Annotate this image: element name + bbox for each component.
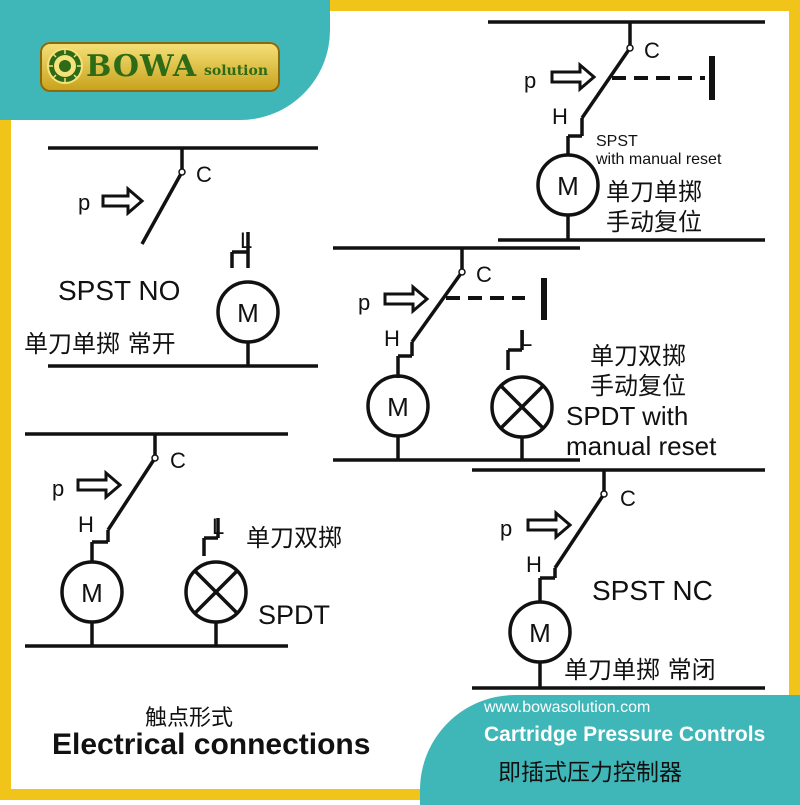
load-label: L: [240, 228, 252, 253]
common-label: C: [620, 486, 636, 511]
load-label: L: [212, 514, 224, 539]
motor-label: M: [81, 578, 103, 608]
spst-no-label: SPST NO: [58, 275, 180, 306]
caption-cn: 触点形式: [145, 706, 234, 731]
pressure-label: p: [52, 476, 64, 501]
pressure-label: p: [500, 516, 512, 541]
website-url: www.bowasolution.com: [484, 699, 651, 716]
contact-dot: [151, 454, 159, 462]
high-label: H: [552, 104, 568, 129]
spst-manual-cn-label-2: 手动复位: [606, 208, 702, 236]
spdt-manual-cn-label-2: 手动复位: [590, 372, 686, 400]
common-label: C: [170, 448, 186, 473]
spdt-with-label: SPDT with: [566, 401, 688, 431]
manual-reset-label: manual reset: [566, 431, 717, 461]
logo-seal-icon: [47, 48, 83, 84]
logo-sub-text: solution: [204, 63, 269, 79]
spdt-label: SPDT: [258, 600, 330, 630]
spst-label: SPST: [596, 133, 638, 150]
common-label: C: [644, 38, 660, 63]
spst-nc-diagram: [472, 468, 765, 690]
contact-dot: [626, 44, 634, 52]
pressure-arrow-icon: [101, 185, 145, 217]
common-label: C: [196, 162, 212, 187]
motor-label: M: [529, 618, 551, 648]
spdt-diagram: [25, 432, 288, 648]
spst-nc-label: SPST NC: [592, 575, 713, 606]
contact-dot: [458, 268, 466, 276]
spst-no-diagram: [48, 146, 318, 368]
spdt-cn-label: 单刀双掷: [246, 524, 342, 552]
spst-manual-cn-label-1: 单刀单掷: [606, 178, 702, 206]
common-label: C: [476, 262, 492, 287]
pressure-label: p: [358, 290, 370, 315]
spdt-manual-cn-label-1: 单刀双掷: [590, 342, 686, 370]
load-label: L: [520, 326, 532, 351]
pressure-arrow-icon: [383, 283, 430, 315]
high-label: H: [526, 552, 542, 577]
high-label: H: [78, 512, 94, 537]
product-title-cn: 即插式压力控制器: [498, 760, 682, 786]
high-label: H: [384, 326, 400, 351]
motor-label: M: [237, 298, 259, 328]
product-title-en: Cartridge Pressure Controls: [484, 723, 766, 746]
motor-label: M: [387, 392, 409, 422]
pressure-label: p: [524, 68, 536, 93]
motor-label: M: [557, 171, 579, 201]
bottom-corner-band: [420, 695, 800, 805]
spst-no-cn-label: 单刀单掷 常开: [24, 330, 176, 358]
logo-brand-text: BOWA: [86, 49, 198, 84]
spst-nc-cn-label: 单刀单掷 常闭: [564, 656, 716, 684]
pressure-arrow-icon: [526, 509, 573, 541]
spdt-manual-reset-diagram: [333, 246, 580, 462]
spst-manual-reset-diagram: [488, 20, 765, 242]
caption-en: Electrical connections: [52, 728, 371, 761]
contact-dot: [600, 490, 608, 498]
pressure-label: p: [78, 190, 90, 215]
canvas: [11, 11, 789, 789]
manual-reset-label: with manual reset: [595, 151, 722, 168]
contact-dot: [178, 168, 186, 176]
pressure-arrow-icon: [76, 469, 123, 501]
pressure-arrow-icon: [550, 61, 597, 93]
